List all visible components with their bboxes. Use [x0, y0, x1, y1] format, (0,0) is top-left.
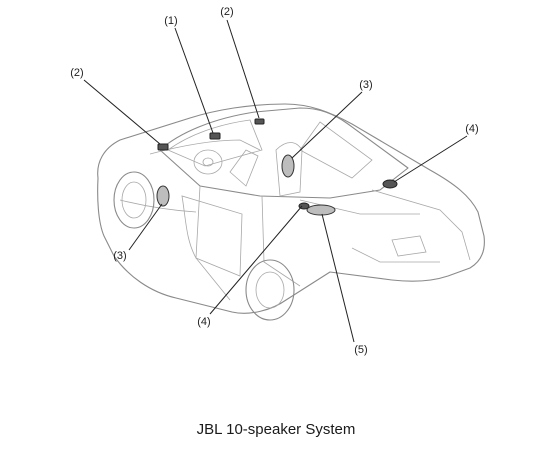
callout-4-right: (4): [465, 123, 478, 135]
speaker-dash-center: [209, 132, 221, 140]
speaker-rear-shelf-left: [298, 202, 310, 210]
speaker-dash-tweeter-left: [157, 143, 169, 151]
speakers: [156, 118, 398, 216]
callout-2-top: (2): [220, 6, 233, 18]
callout-3-right: (3): [359, 79, 372, 91]
speaker-front-door-right: [281, 154, 295, 178]
callout-4-bottom: (4): [197, 316, 210, 328]
leader-lines: [83, 19, 468, 343]
callout-3-left: (3): [113, 250, 126, 262]
callout-1: (1): [164, 15, 177, 27]
callout-5: (5): [354, 344, 367, 356]
callout-2-left: (2): [70, 67, 83, 79]
speaker-rear-shelf-right: [382, 179, 398, 189]
speaker-front-door-left: [156, 185, 170, 207]
speaker-dash-tweeter-right: [254, 118, 265, 125]
speaker-subwoofer: [306, 204, 336, 216]
callout-labels: (1) (2) (2) (3) (3) (4) (4) (5): [70, 6, 478, 356]
car-outline: [97, 103, 485, 321]
diagram-caption: JBL 10-speaker System: [196, 421, 356, 438]
